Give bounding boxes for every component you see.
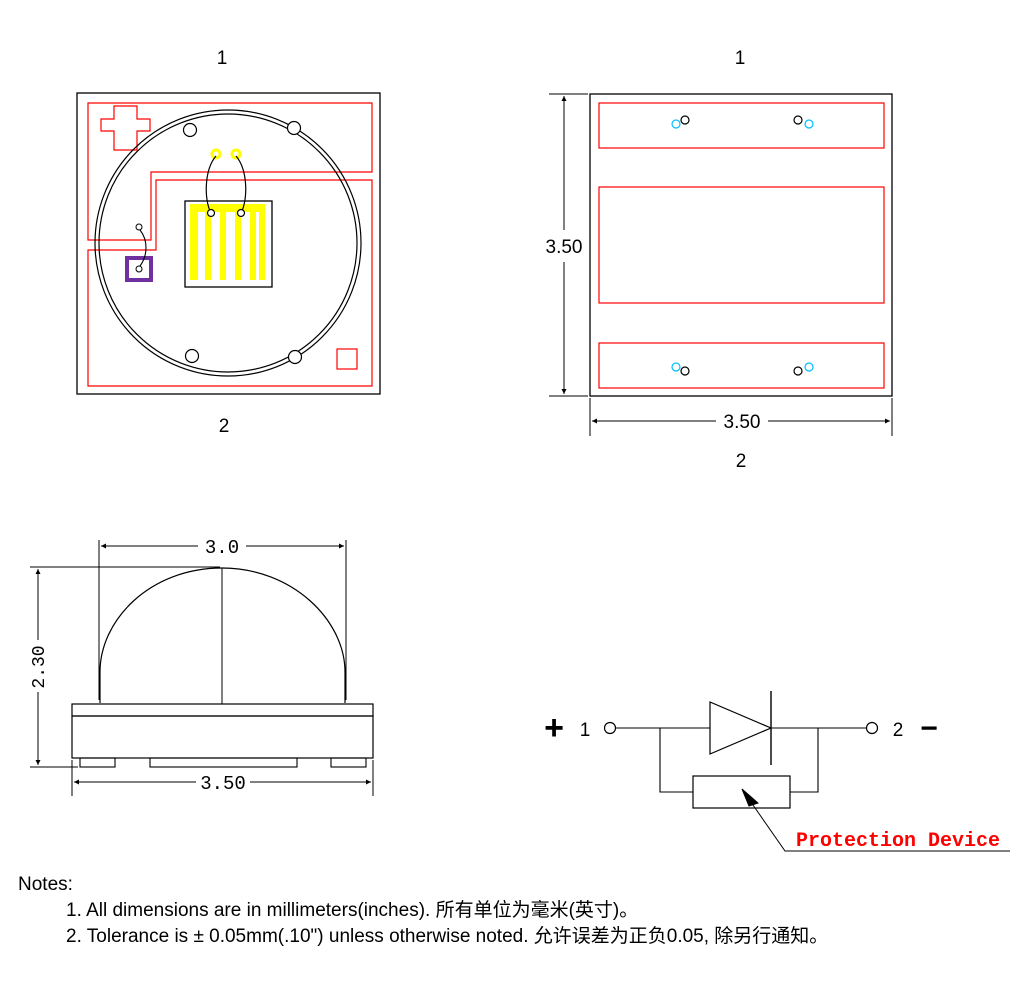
via-icon (671, 119, 681, 129)
dome-width-dimension: 3.0 (205, 537, 239, 559)
bond-pad-icon (230, 148, 242, 160)
led-chip (184, 200, 273, 288)
chip-electrode-fingers (190, 204, 265, 280)
top-pad (598, 102, 885, 149)
wire (790, 728, 819, 793)
bottom-pad (598, 342, 885, 389)
package-outline (589, 93, 893, 397)
vias (671, 115, 814, 376)
polarity-cross-mark (100, 105, 151, 151)
note-item-2: 2. Tolerance is ± 0.05mm(.10") unless ot… (66, 926, 829, 947)
thermal-pad (598, 186, 885, 304)
package-outline (76, 92, 381, 395)
circuit-schematic: + 1 2 − Protection Device (544, 691, 1010, 853)
note-item-1: 1. All dimensions are in millimeters(inc… (66, 900, 639, 921)
width-dimension: 3.50 (724, 412, 761, 433)
notes-heading: Notes: (18, 874, 73, 895)
cathode-pad (87, 179, 373, 387)
diode-symbol-icon (709, 701, 773, 755)
polarity-square-mark (336, 348, 358, 370)
bond-pad-icon (206, 208, 216, 218)
solder-pad (149, 757, 298, 768)
mount-hole-icon (286, 120, 302, 136)
leader-line (745, 794, 1010, 852)
anode-pad (87, 102, 373, 241)
lens-outer-circle (94, 109, 362, 377)
via-icon (680, 366, 690, 376)
bottom-view-right: 1 3.50 3.50 2 (546, 48, 893, 472)
plus-sign: + (544, 709, 564, 747)
zener-diode (125, 256, 153, 282)
via-icon (793, 115, 803, 125)
bond-pad-icon (135, 265, 143, 273)
terminal-icon (865, 721, 879, 735)
top-view-left: 1 (76, 48, 381, 437)
via-icon (804, 119, 814, 129)
bond-pad-icon (210, 148, 222, 160)
height-dimension: 2.30 (30, 645, 50, 688)
pin-label-bottom: 2 (219, 416, 230, 437)
via-icon (671, 362, 681, 372)
leader-arrow-icon (741, 788, 759, 807)
package-body (71, 715, 374, 759)
bond-pad-icon (236, 208, 246, 218)
height-dimension: 3.50 (546, 237, 583, 258)
base-width-dimension: 3.50 (200, 773, 246, 795)
protection-device-label: Protection Device (796, 830, 1000, 853)
bond-pad-icon (135, 223, 143, 231)
solder-pad (79, 757, 116, 768)
mount-hole-icon (184, 348, 200, 364)
pin-label-top: 1 (217, 48, 228, 69)
pin-label-top: 1 (735, 48, 746, 69)
side-view: 3.0 2.30 3.50 (30, 537, 374, 796)
protection-device-symbol-icon (692, 775, 791, 809)
terminal-icon (603, 721, 617, 735)
pin-label-bottom: 2 (736, 451, 747, 472)
minus-sign: − (920, 712, 938, 745)
mount-hole-icon (287, 349, 303, 365)
package-top-layer (71, 703, 374, 717)
via-icon (680, 115, 690, 125)
via-icon (793, 366, 803, 376)
pin1-label: 1 (580, 720, 591, 741)
mount-hole-icon (182, 122, 198, 138)
bond-wire (139, 229, 147, 267)
wire (659, 728, 693, 793)
via-icon (804, 362, 814, 372)
lens-inner-circle (98, 113, 358, 373)
pin2-label: 2 (893, 720, 904, 741)
notes-section: Notes: 1. All dimensions are in millimet… (18, 872, 828, 950)
solder-pad (330, 757, 367, 768)
